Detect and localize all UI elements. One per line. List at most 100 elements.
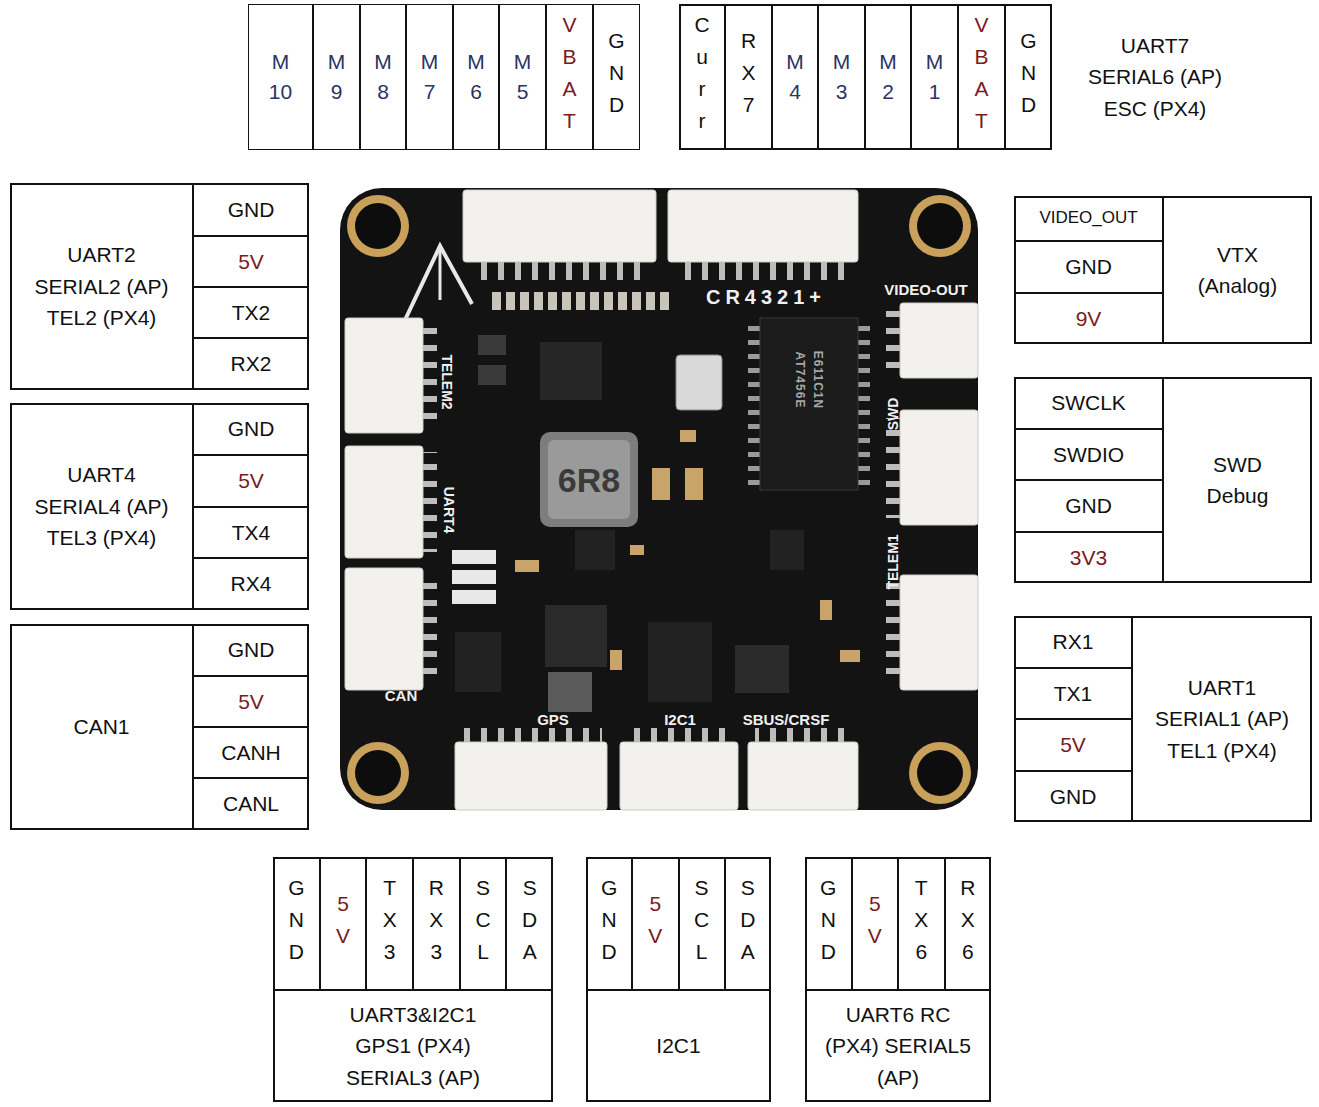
- pin-cell: GND: [1014, 771, 1132, 822]
- solder-pads: [490, 292, 672, 310]
- pin-cell: VBAT: [958, 4, 1005, 150]
- pin-cell: RX1: [1014, 616, 1132, 668]
- mounting-hole-inner: [917, 750, 963, 796]
- pin-cell: GND: [193, 183, 309, 236]
- jst-connector: [345, 568, 423, 690]
- pin-cell: VIDEO_OUT: [1014, 196, 1163, 241]
- pin-cell: RX6: [945, 857, 992, 990]
- pin-name: M 6: [461, 47, 491, 108]
- connector-pins: [462, 728, 602, 742]
- pin-cell: RX2: [193, 338, 309, 390]
- capacitor: [680, 430, 696, 442]
- pin-cell: SWCLK: [1014, 377, 1163, 429]
- pin-cell: TX4: [193, 507, 309, 558]
- connector-pins: [675, 262, 853, 280]
- label-area: UART6 RC (PX4) SERIAL5 (AP): [805, 990, 991, 1102]
- pin-name: VIDEO_OUT: [1039, 208, 1137, 228]
- jst-connector: [345, 318, 423, 433]
- connector-pins: [470, 262, 650, 280]
- pin-cell: Curr: [679, 4, 725, 150]
- connector-pins: [886, 582, 900, 682]
- pin-cell: RX7: [725, 4, 772, 150]
- connector-table: UART2 SERIAL2 (AP) TEL2 (PX4)GND 5V TX2RX2: [10, 183, 309, 390]
- led: [452, 590, 496, 604]
- pin-name: CANL: [223, 791, 279, 816]
- pin-cell: RX3: [413, 857, 460, 990]
- silkscreen-label: CR4321+: [706, 286, 826, 309]
- pin-cell: 5V: [1014, 719, 1132, 771]
- silkscreen-label: GPS: [537, 711, 569, 728]
- label-area: UART1 SERIAL1 (AP) TEL1 (PX4): [1132, 616, 1312, 822]
- silkscreen-label: I2C1: [664, 711, 696, 728]
- jst-connector: [900, 410, 978, 525]
- pin-name: M 3: [827, 47, 857, 108]
- silkscreen-label: CAN: [385, 687, 418, 704]
- pin-cell: GND: [273, 857, 320, 990]
- connector-table: UART6 RC (PX4) SERIAL5 (AP)GND5VTX6RX6: [805, 857, 991, 1102]
- pin-cell: SCL: [460, 857, 507, 990]
- pin-cell: SDA: [506, 857, 553, 990]
- label-area: UART2 SERIAL2 (AP) TEL2 (PX4): [10, 183, 193, 390]
- pin-name: RX1: [1053, 629, 1094, 654]
- jst-connector: [900, 575, 978, 690]
- mounting-hole: [909, 195, 971, 257]
- pin-cell: M 7: [406, 4, 453, 150]
- mounting-hole: [347, 195, 409, 257]
- label-area: I2C1: [586, 990, 771, 1102]
- pin-name: GND: [228, 637, 275, 662]
- label-area: VTX (Analog): [1163, 196, 1312, 344]
- pin-cell: 5V: [193, 676, 309, 727]
- pin-cell: M 10: [248, 4, 313, 150]
- connector-label: UART7 SERIAL6 (AP) ESC (PX4): [1080, 30, 1230, 125]
- pin-cell: SWDIO: [1014, 429, 1163, 480]
- pin-name: CANH: [221, 740, 281, 765]
- label-area: UART3&I2C1 GPS1 (PX4) SERIAL3 (AP): [273, 990, 553, 1102]
- jst-connector: [748, 742, 858, 810]
- pin-name: GND: [1065, 493, 1112, 518]
- connector-table: I2C1GND5VSCLSDA: [586, 857, 771, 1102]
- mounting-hole-inner: [355, 750, 401, 796]
- silkscreen-label: UART4: [441, 487, 457, 534]
- ic-chip: [540, 342, 602, 400]
- ic-chip: [548, 672, 592, 712]
- pin-name: GND: [1050, 784, 1097, 809]
- power-inductor: [540, 432, 638, 527]
- label-area: UART4 SERIAL4 (AP) TEL3 (PX4): [10, 403, 193, 610]
- pin-cell: TX2: [193, 287, 309, 338]
- pin-name: 5V: [238, 249, 264, 274]
- pin-cell: 3V3: [1014, 532, 1163, 583]
- connector-table: UART4 SERIAL4 (AP) TEL3 (PX4)GND5VTX4RX4: [10, 403, 309, 610]
- pin-name: RX7: [738, 29, 759, 125]
- pin-name: RX2: [231, 351, 272, 376]
- pin-name: M 2: [873, 47, 903, 108]
- pin-cell: M 5: [499, 4, 546, 150]
- pin-cell: 5V: [320, 857, 367, 990]
- connector-label: UART3&I2C1 GPS1 (PX4) SERIAL3 (AP): [338, 999, 488, 1094]
- pin-name: SDA: [737, 876, 758, 972]
- mounting-hole-inner: [355, 203, 401, 249]
- pin-cell: TX1: [1014, 668, 1132, 719]
- pin-name: TX6: [911, 876, 932, 972]
- label-area: SWD Debug: [1163, 377, 1312, 583]
- pin-cell: 5V: [193, 455, 309, 507]
- pin-name: 5V: [238, 468, 264, 493]
- pin-cell: GND: [193, 403, 309, 455]
- pin-name: Curr: [692, 13, 713, 141]
- pin-name: TX1: [1054, 681, 1093, 706]
- connector-pins: [886, 310, 900, 372]
- connector-table: CAN1 GND 5V CANH CANL: [10, 624, 309, 830]
- pin-cell: M 1: [911, 4, 958, 150]
- pin-cell: 5V: [193, 236, 309, 287]
- pin-name: M 5: [508, 47, 538, 108]
- osd-chip: [760, 318, 858, 490]
- jst-connector: [463, 190, 656, 262]
- silkscreen-label: TELEM1: [885, 534, 901, 589]
- label-area: CAN1: [10, 624, 193, 830]
- connector-label: SWD Debug: [1188, 449, 1288, 512]
- pin-cell: GND: [1005, 4, 1052, 150]
- chip-marking: AT7456E: [793, 352, 807, 409]
- pin-name: SWCLK: [1051, 390, 1126, 415]
- pin-name: GND: [1018, 29, 1039, 125]
- connector-label: UART4 SERIAL4 (AP) TEL3 (PX4): [27, 459, 177, 554]
- chip-marking: 6R8: [558, 461, 620, 500]
